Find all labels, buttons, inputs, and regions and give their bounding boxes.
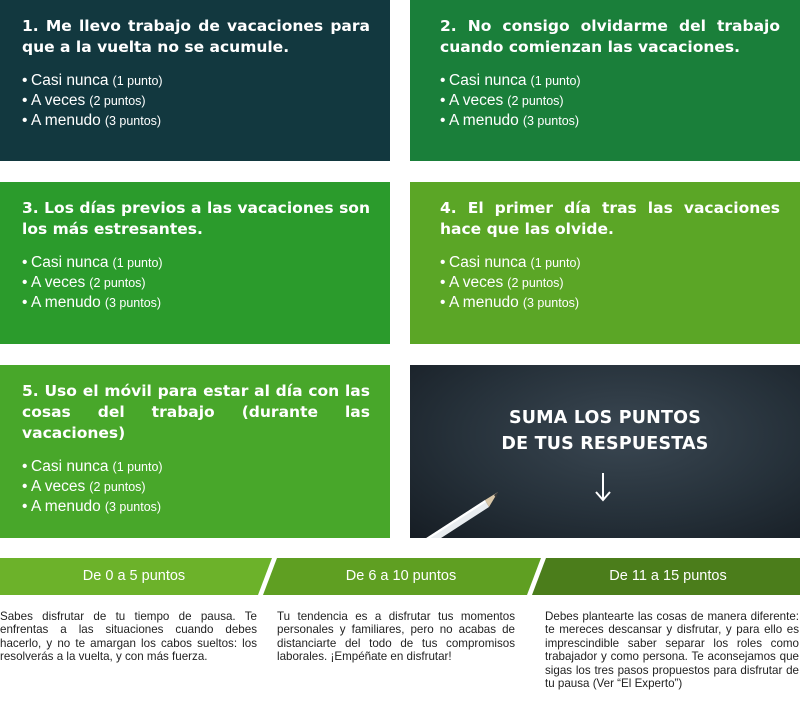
option-a-menudo: •A menudo(3 puntos) bbox=[440, 112, 580, 129]
result-description-2: Tu tendencia es a disfrutar tus momentos… bbox=[277, 610, 515, 664]
question-card-3: 3. Los días previos a las vacaciones son… bbox=[0, 182, 390, 344]
option-casi-nunca: •Casi nunca(1 punto) bbox=[22, 254, 163, 271]
question-4-title: 4. El primer día tras las vacaciones hac… bbox=[440, 199, 780, 238]
option-a-veces: •A veces(2 puntos) bbox=[440, 274, 564, 291]
option-casi-nunca: •Casi nunca(1 punto) bbox=[22, 72, 163, 89]
option-a-menudo: •A menudo(3 puntos) bbox=[22, 498, 162, 515]
option-a-veces: •A veces(2 puntos) bbox=[440, 92, 564, 109]
option-a-menudo: •A menudo(3 puntos) bbox=[22, 294, 162, 311]
sum-points-panel: SUMA LOS PUNTOS DE TUS RESPUESTAS bbox=[410, 365, 800, 538]
bullet-icon: • bbox=[22, 458, 28, 475]
bullet-icon: • bbox=[440, 254, 446, 271]
option-a-veces: •A veces(2 puntos) bbox=[22, 274, 146, 291]
bullet-icon: • bbox=[22, 254, 28, 271]
option-a-veces: •A veces(2 puntos) bbox=[22, 92, 146, 109]
result-range-2: De 6 a 10 puntos bbox=[345, 568, 457, 584]
option-a-veces: •A veces(2 puntos) bbox=[22, 478, 146, 495]
question-4-options: •Casi nunca(1 punto) •A veces(2 puntos) … bbox=[432, 253, 780, 313]
bullet-icon: • bbox=[440, 274, 446, 291]
question-5-title: 5. Uso el móvil para estar al día con la… bbox=[22, 382, 370, 442]
result-description-3: Debes plantearte las cosas de manera dif… bbox=[545, 610, 799, 691]
question-card-2: 2. No consigo olvidarme del trabajo cuan… bbox=[410, 0, 800, 161]
question-5-options: •Casi nunca(1 punto) •A veces(2 puntos) … bbox=[22, 457, 370, 517]
option-a-menudo: •A menudo(3 puntos) bbox=[440, 294, 580, 311]
question-card-4: 4. El primer día tras las vacaciones hac… bbox=[410, 182, 800, 344]
sum-points-heading: SUMA LOS PUNTOS DE TUS RESPUESTAS bbox=[501, 408, 709, 454]
bullet-icon: • bbox=[22, 294, 28, 311]
bullet-icon: • bbox=[440, 72, 446, 89]
bullet-icon: • bbox=[22, 478, 28, 495]
question-card-1: 1. Me llevo trabajo de vacaciones para q… bbox=[0, 0, 390, 161]
option-casi-nunca: •Casi nunca(1 punto) bbox=[22, 458, 163, 475]
result-range-3: De 11 a 15 puntos bbox=[609, 568, 727, 584]
result-bands-background bbox=[0, 558, 800, 595]
arrow-down-icon bbox=[595, 473, 611, 502]
question-3-title: 3. Los días previos a las vacaciones son… bbox=[22, 199, 370, 238]
question-3-options: •Casi nunca(1 punto) •A veces(2 puntos) … bbox=[22, 253, 370, 313]
bullet-icon: • bbox=[440, 92, 446, 109]
result-range-1: De 0 a 5 puntos bbox=[82, 568, 186, 584]
bullet-icon: • bbox=[440, 112, 446, 129]
option-casi-nunca: •Casi nunca(1 punto) bbox=[440, 72, 581, 89]
option-a-menudo: •A menudo(3 puntos) bbox=[22, 112, 162, 129]
bullet-icon: • bbox=[22, 92, 28, 109]
question-2-title: 2. No consigo olvidarme del trabajo cuan… bbox=[440, 17, 780, 56]
question-2-options: •Casi nunca(1 punto) •A veces(2 puntos) … bbox=[432, 71, 780, 131]
option-casi-nunca: •Casi nunca(1 punto) bbox=[440, 254, 581, 271]
question-card-5: 5. Uso el móvil para estar al día con la… bbox=[0, 365, 390, 538]
bullet-icon: • bbox=[22, 72, 28, 89]
result-description-1: Sabes disfrutar de tu tiempo de pausa. T… bbox=[0, 610, 257, 664]
bullet-icon: • bbox=[22, 498, 28, 515]
question-1-title: 1. Me llevo trabajo de vacaciones para q… bbox=[22, 17, 370, 56]
pencil-icon bbox=[426, 492, 498, 538]
bullet-icon: • bbox=[440, 294, 446, 311]
bullet-icon: • bbox=[22, 112, 28, 129]
bullet-icon: • bbox=[22, 274, 28, 291]
question-1-options: •Casi nunca(1 punto) •A veces(2 puntos) … bbox=[22, 71, 370, 131]
